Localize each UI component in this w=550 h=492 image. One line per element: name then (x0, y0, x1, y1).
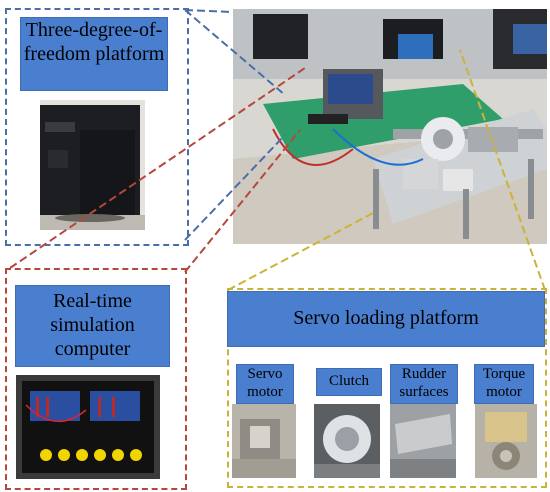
servo-motor-photo (232, 404, 296, 478)
rt-computer-title: Real-time simulation computer (15, 285, 170, 367)
torque-motor-photo (475, 404, 537, 478)
servo-motor-label: Servo motor (236, 364, 294, 404)
rt-computer-title-text: Real-time simulation computer (50, 290, 135, 360)
rudder-label: Rudder surfaces (390, 364, 458, 404)
clutch-label-text: Clutch (329, 373, 369, 389)
torque-motor-label: Torque motor (474, 364, 534, 404)
clutch-photo (314, 404, 380, 478)
rudder-label-text: Rudder surfaces (399, 366, 449, 400)
servo-loading-panel (227, 288, 547, 488)
clutch-label: Clutch (316, 368, 382, 396)
lab-bench-photo (233, 9, 547, 244)
platform-title-text: Three-degree-of-freedom platform (23, 19, 165, 65)
servo-loading-title-text: Servo loading platform (293, 307, 479, 329)
rt-computer-photo (16, 375, 160, 479)
platform-title: Three-degree-of-freedom platform (20, 17, 168, 91)
servo-loading-title: Servo loading platform (227, 291, 545, 347)
servo-motor-label-text: Servo motor (247, 366, 283, 400)
platform-panel (5, 8, 189, 246)
rt-computer-panel (5, 268, 187, 490)
platform-photo (40, 100, 145, 230)
torque-motor-label-text: Torque motor (482, 366, 526, 400)
rudder-photo (390, 404, 456, 478)
